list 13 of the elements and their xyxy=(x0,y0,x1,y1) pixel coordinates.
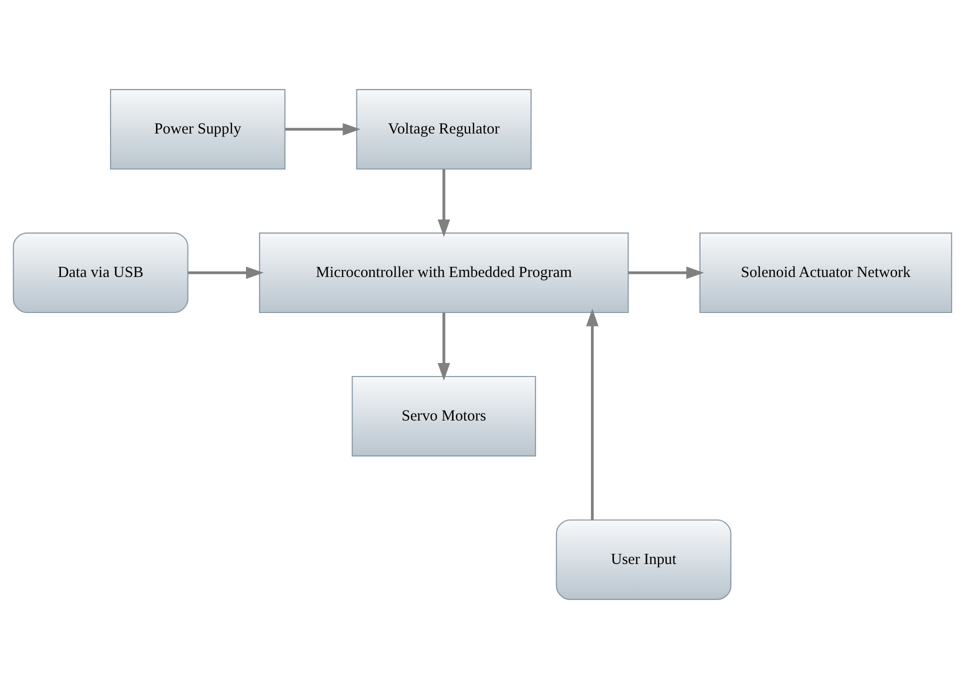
node-box: Servo Motors xyxy=(351,376,536,457)
node-box: Microcontroller with Embedded Program xyxy=(258,232,628,314)
node-box: Voltage Regulator xyxy=(356,88,532,170)
arrow xyxy=(628,266,704,279)
node-box: Solenoid Actuator Network xyxy=(698,232,952,314)
node-box: User Input xyxy=(555,519,731,600)
node-box: Power Supply xyxy=(110,88,285,170)
arrow xyxy=(284,123,360,136)
node-box: Data via USB xyxy=(12,232,188,314)
arrow xyxy=(437,312,450,381)
arrow xyxy=(437,169,450,238)
arrow xyxy=(586,308,598,520)
arrow xyxy=(188,266,264,279)
